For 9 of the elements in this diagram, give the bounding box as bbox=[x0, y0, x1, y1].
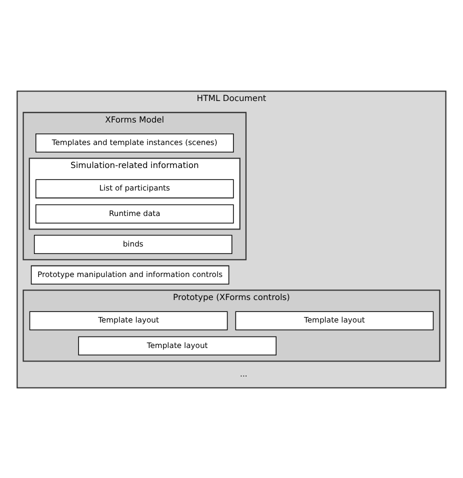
node-box: Template layout bbox=[29, 310, 228, 330]
label: ... bbox=[240, 368, 248, 378]
node-box: Template layout bbox=[235, 310, 434, 330]
node-box: Prototype manipulation and information controls bbox=[30, 264, 230, 284]
node-box: Templates and template instances (scenes) bbox=[35, 132, 234, 152]
node-box: binds bbox=[34, 234, 232, 254]
node-box: Template layout bbox=[78, 336, 276, 355]
node-box: Runtime data bbox=[35, 204, 234, 223]
node-box: List of participants bbox=[35, 178, 234, 198]
